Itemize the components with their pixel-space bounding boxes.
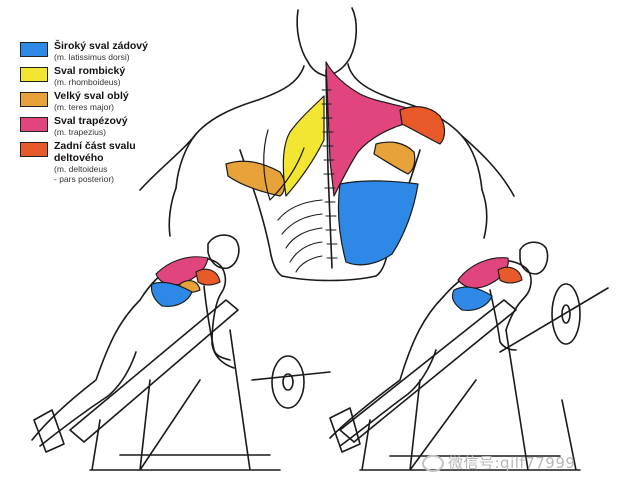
legend-extra: - pars posterior) [54,174,114,184]
left-footrest [33,409,65,453]
scapula-left [263,129,305,201]
legend-swatch [20,42,48,57]
right-exercise-figure [329,241,609,471]
left-plate-bar [251,371,331,381]
right-figure-body [329,259,532,439]
left-figure-head [207,234,240,270]
right-figure-leg [339,349,437,447]
waist-line [281,275,377,282]
legend-latin: (m. teres major) [54,102,114,112]
vertebrae [321,89,338,259]
left-figure-deltoid [195,268,221,286]
legend-name: Sval trapézový [54,115,128,127]
legend-item-trapezius: Sval trapézový (m. trapezius) [20,115,180,137]
deltoid-posterior-right [399,106,446,145]
legend-name: Sval rombický [54,65,126,77]
right-figure-arm [489,289,517,351]
legend-swatch [20,142,48,157]
right-weight-plate-hub [561,304,571,324]
left-arm-outline [139,133,197,237]
legend-latin: (m. rhomboideus) [54,77,121,87]
spine [325,69,333,269]
right-figure-head [519,241,549,275]
left-figure-latissimus [150,281,193,307]
left-exercise-figure [31,234,331,471]
legend-name: Zadní část svalu deltového [54,140,136,164]
right-figure-deltoid [497,266,523,284]
legend-swatch [20,67,48,82]
left-bench [69,299,239,443]
left-weight-plate-hub [282,373,294,391]
left-weight-plate [271,355,305,409]
watermark: 微信号:qilf77999 [422,452,575,473]
teres-major-left [225,160,286,197]
right-weight-plate [551,283,581,345]
left-bench-frame [89,329,281,471]
right-barbell [499,287,609,353]
legend-item-latissimus: Široký sval zádový (m. latissimus dorsi) [20,40,180,62]
legend-item-deltoid: Zadní část svalu deltového (m. deltoideu… [20,140,180,184]
latissimus-muscle [337,180,419,266]
muscle-legend: Široký sval zádový (m. latissimus dorsi)… [20,40,180,187]
right-bench-frame [359,329,581,471]
trapezius-muscle [325,61,417,197]
legend-item-rhomboid: Sval rombický (m. rhomboideus) [20,65,180,87]
legend-name: Velký sval oblý [54,90,129,102]
legend-swatch [20,117,48,132]
ribs [277,199,323,273]
right-figure-latissimus [451,286,493,311]
back-anatomy-figure [139,7,515,282]
right-footrest [329,407,361,453]
legend-latin: (m. deltoideus [54,164,108,174]
wechat-logo-icon [422,455,444,472]
rhomboid-muscle [282,95,325,197]
left-shoulder-outline [175,65,305,189]
watermark-text: 微信号:qilf77999 [448,454,576,472]
left-figure-leg [39,351,137,447]
legend-swatch [20,92,48,107]
legend-item-teres-major: Velký sval oblý (m. teres major) [20,90,180,112]
left-figure-arm [203,285,231,361]
legend-latin: (m. trapezius) [54,127,106,137]
teres-major-right [373,141,416,175]
legend-latin: (m. latissimus dorsi) [54,52,130,62]
legend-name: Široký sval zádový [54,40,148,52]
right-bench [339,299,517,443]
right-arm-outline [461,135,515,239]
